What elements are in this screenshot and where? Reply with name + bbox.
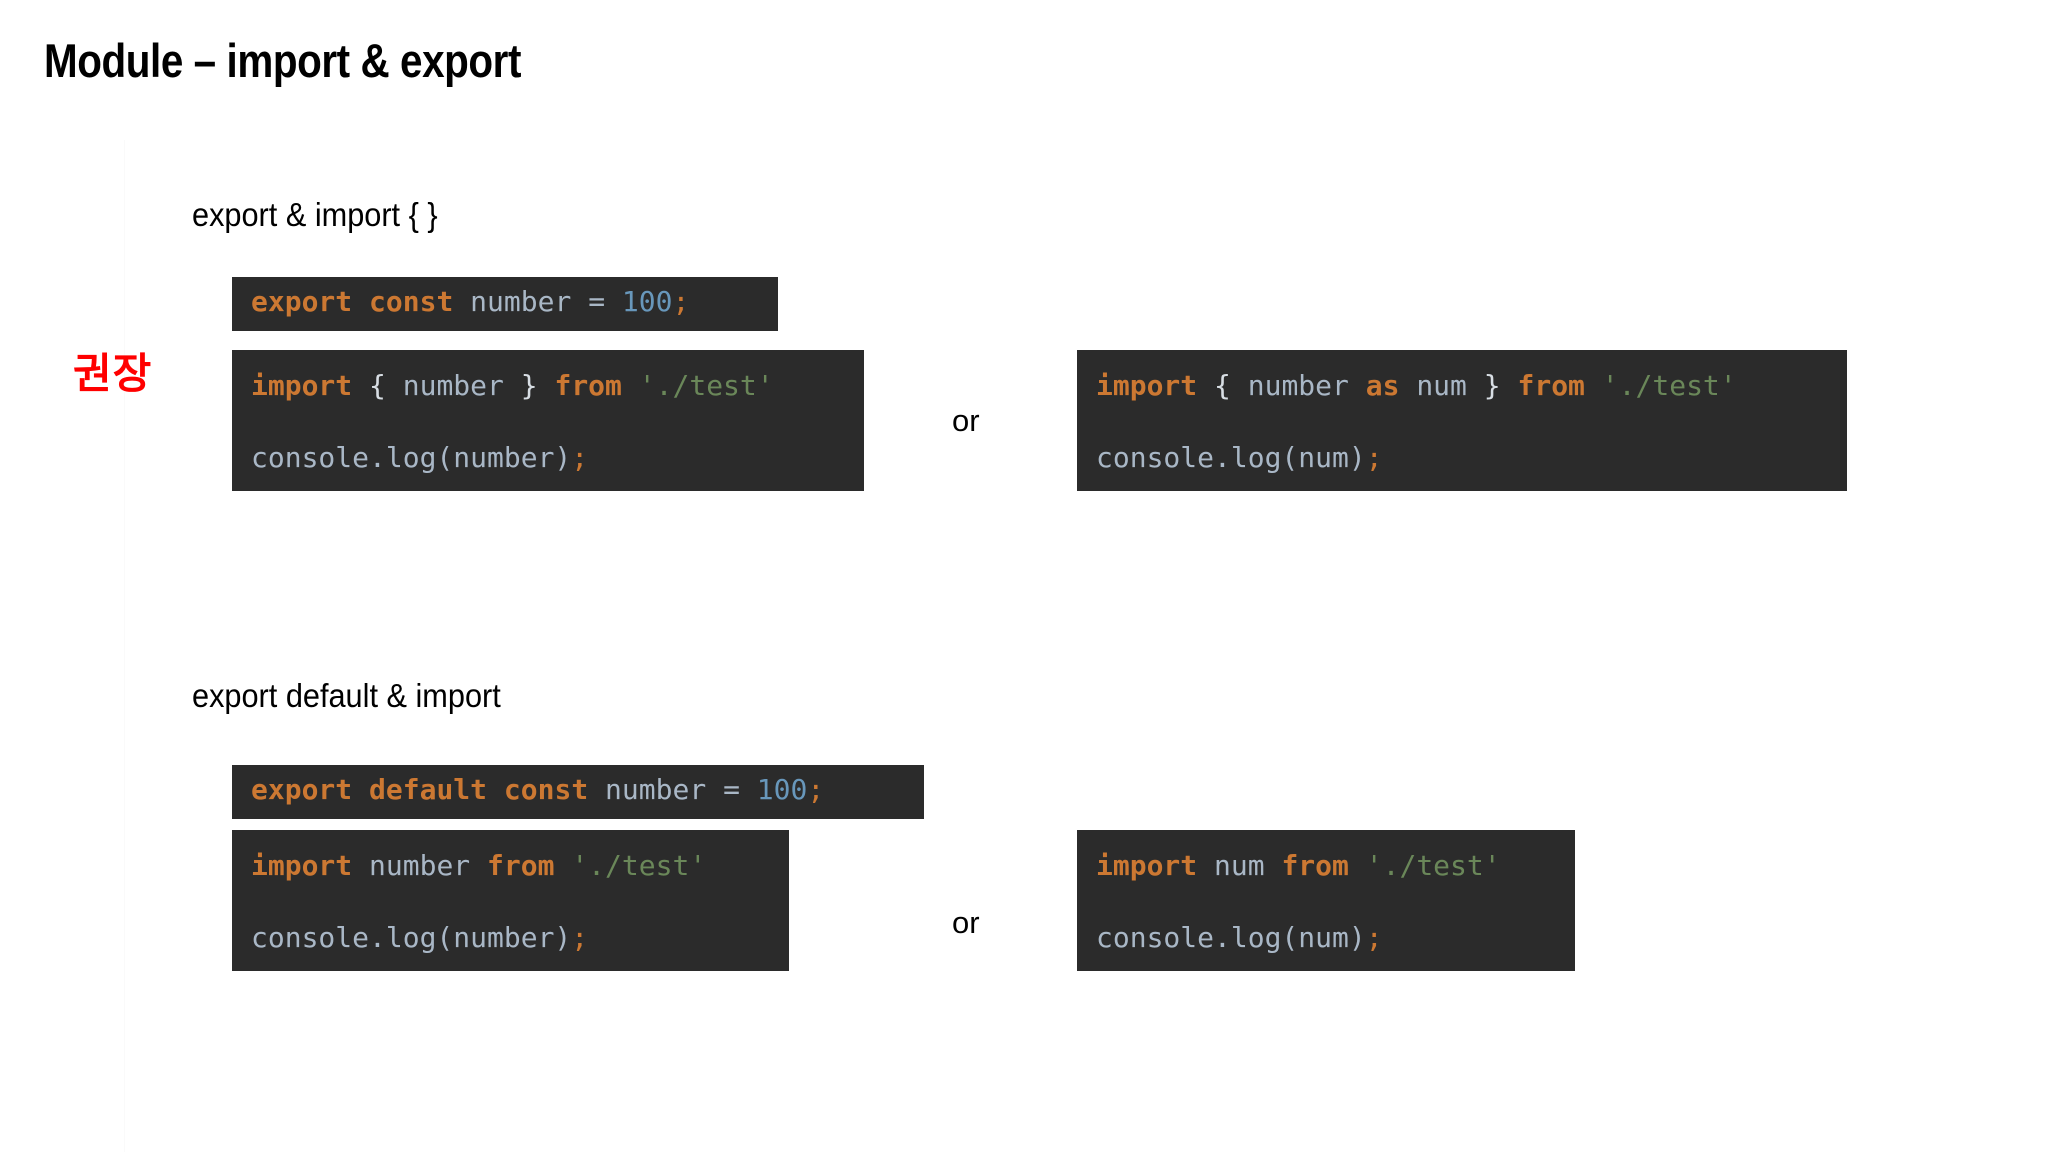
section-heading-default-export: export default & import — [192, 677, 501, 714]
code-token: import — [251, 849, 353, 882]
code-token: import — [1096, 849, 1198, 882]
code-token: export — [251, 773, 353, 806]
code-token — [1585, 369, 1602, 402]
code-token — [538, 369, 555, 402]
code-token: } — [1483, 369, 1501, 402]
code-line: export const number = 100; — [251, 288, 778, 316]
code-token: from — [554, 369, 622, 402]
code-token: num — [1214, 849, 1265, 882]
code-token: { — [1214, 369, 1231, 402]
code-line: console.log(number); — [251, 444, 864, 472]
code-token — [1467, 369, 1484, 402]
code-token: import — [1096, 369, 1198, 402]
code-token: from — [487, 849, 555, 882]
code-token — [706, 773, 723, 806]
code-token: 100 — [621, 285, 673, 318]
code-token: console.log(number) — [251, 921, 572, 954]
code-token: './test' — [571, 849, 707, 882]
code-token — [386, 369, 403, 402]
code-token — [1231, 369, 1248, 402]
code-token — [1501, 369, 1518, 402]
code-token — [487, 773, 504, 806]
code-token — [1349, 369, 1366, 402]
code-token — [571, 285, 588, 318]
code-block-import-named: import { number } from './test' console.l… — [232, 350, 864, 491]
code-token: console.log(num) — [1096, 921, 1366, 954]
code-token — [352, 849, 369, 882]
code-token: { — [369, 369, 386, 402]
code-token — [605, 285, 622, 318]
code-line: import num from './test' — [1096, 852, 1575, 880]
page-title: Module – import & export — [44, 34, 521, 87]
code-token — [1349, 849, 1366, 882]
code-token — [352, 773, 369, 806]
or-separator-bottom: or — [952, 905, 980, 940]
code-token: number — [605, 773, 707, 806]
code-line: console.log(num); — [1096, 444, 1847, 472]
code-token: console.log(number) — [251, 441, 572, 474]
code-block-import-named-alias: import { number as num } from './test' co… — [1077, 350, 1847, 491]
code-token: import — [251, 369, 353, 402]
code-line: console.log(number); — [251, 924, 789, 952]
code-token: number — [369, 849, 471, 882]
code-token: ; — [1365, 921, 1383, 954]
code-token: './test' — [1365, 849, 1501, 882]
slide-left-guide-line — [124, 140, 125, 1152]
code-line: import { number as num } from './test' — [1096, 372, 1847, 400]
code-line: import { number } from './test' — [251, 372, 864, 400]
code-token: ; — [571, 441, 589, 474]
code-token: number — [1247, 369, 1349, 402]
code-token: const — [503, 773, 589, 806]
code-token — [1197, 369, 1214, 402]
code-token: num — [1416, 369, 1467, 402]
code-token — [504, 369, 521, 402]
code-token — [588, 773, 605, 806]
code-token — [1265, 849, 1282, 882]
code-token — [453, 285, 470, 318]
code-token: default — [369, 773, 488, 806]
code-line: export default const number = 100; — [251, 776, 924, 804]
or-separator-top: or — [952, 403, 980, 438]
code-token: number — [470, 285, 572, 318]
code-token: ; — [571, 921, 589, 954]
code-token: './test' — [638, 369, 774, 402]
code-token: ; — [1365, 441, 1383, 474]
code-token — [1197, 849, 1214, 882]
code-token: = — [588, 285, 606, 318]
code-token: export — [251, 285, 353, 318]
section-heading-named-export: export & import { } — [192, 196, 438, 233]
code-token: 100 — [756, 773, 808, 806]
code-token: } — [520, 369, 538, 402]
recommended-badge: 권장 — [73, 350, 153, 397]
code-block-export-default-const: export default const number = 100; — [232, 765, 924, 819]
code-token — [470, 849, 487, 882]
code-token: console.log(num) — [1096, 441, 1366, 474]
code-token — [1399, 369, 1416, 402]
code-token: './test' — [1601, 369, 1737, 402]
code-token: ; — [672, 285, 690, 318]
code-token: ; — [807, 773, 825, 806]
code-token: = — [723, 773, 740, 806]
code-token: as — [1365, 369, 1400, 402]
code-block-import-default-alias: import num from './test' console.log(num)… — [1077, 830, 1575, 971]
code-block-import-default: import number from './test' console.log(n… — [232, 830, 789, 971]
code-token — [622, 369, 639, 402]
code-token: number — [402, 369, 504, 402]
code-block-export-const: export const number = 100; — [232, 277, 778, 331]
code-token: from — [1281, 849, 1349, 882]
code-token — [352, 285, 369, 318]
code-token — [740, 773, 757, 806]
code-token — [352, 369, 369, 402]
code-token: const — [369, 285, 454, 318]
code-token — [554, 849, 571, 882]
code-line: import number from './test' — [251, 852, 789, 880]
code-line: console.log(num); — [1096, 924, 1575, 952]
code-token: from — [1517, 369, 1585, 402]
